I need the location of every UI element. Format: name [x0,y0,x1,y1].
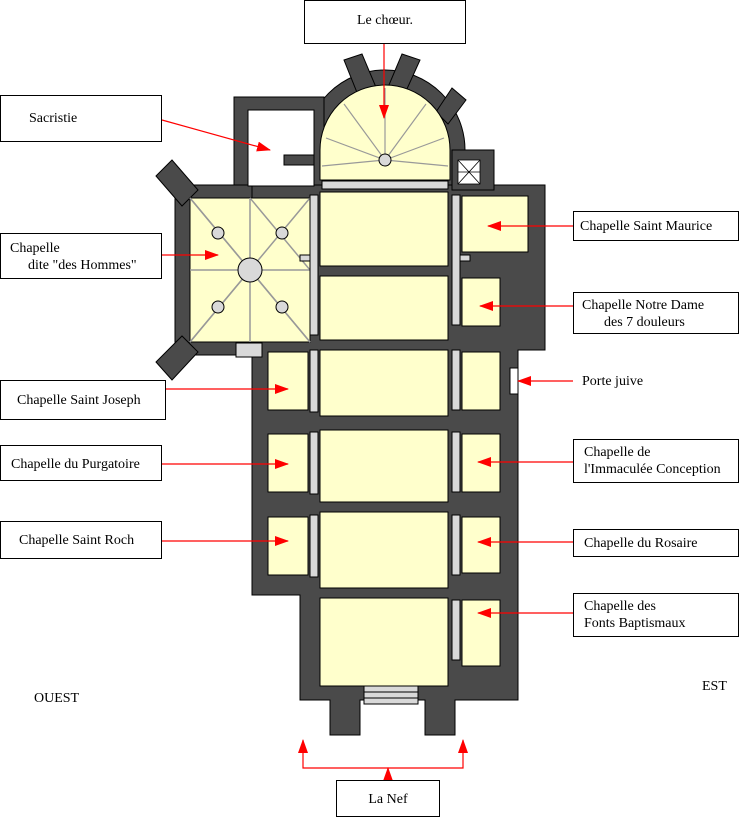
chapel-notre-dame-floor [461,277,501,327]
label-ouest: OUEST [34,691,80,706]
nave-bay-2 [319,275,449,341]
label-purgatoire: Chapelle du Purgatoire [0,445,162,481]
chapelle-hommes-stair [235,342,263,358]
sacristy-partition [283,154,315,166]
label-fonts: Chapelle des Fonts Baptismaux [573,593,739,637]
label-nef: La Nef [336,780,440,817]
chapel-saint-roch-floor [267,516,309,576]
label-saint-joseph: Chapelle Saint Joseph [0,380,166,420]
label-notre-dame: Chapelle Notre Dame des 7 douleurs [573,292,739,334]
nave-bay-5 [319,511,449,589]
chapel-saint-joseph-floor [267,351,309,411]
label-rosaire: Chapelle du Rosaire [573,529,739,557]
nave-bays [319,191,449,687]
entrance-steps [363,685,419,705]
label-immaculee: Chapelle de l'Immaculée Conception [573,439,739,483]
label-sacristie: Sacristie [0,95,162,142]
pointer-arrows [161,44,573,781]
chapelle-hommes-interior [189,197,311,358]
choir-buttress-3 [435,87,467,125]
label-chapelle-hommes: Chapelle dite "des Hommes" [0,233,162,279]
chapel-fonts-floor [461,599,501,667]
sw-buttress [155,335,199,381]
chapel-saint-maurice-floor [461,195,529,253]
nave-bay-4 [319,429,449,503]
label-saint-roch: Chapelle Saint Roch [0,521,162,559]
nave-bay-3 [319,349,449,417]
chapel-immaculee-floor [461,433,501,493]
nave-piers [299,194,471,661]
chapel-purgatoire-floor [267,433,309,493]
chapel-porte-juive-floor [461,351,501,411]
tower-stair [457,159,481,185]
nave-bay-6 [319,597,449,687]
chapel-rosaire-floor [461,516,501,574]
label-est: EST [702,679,727,694]
label-porte-juive: Porte juive [582,374,644,389]
nw-buttress [155,159,199,207]
label-choeur: Le chœur. [304,0,466,44]
nef-bracket [302,760,464,769]
porte-juive-door [509,367,519,395]
nave-bay-1 [319,191,449,267]
label-saint-maurice: Chapelle Saint Maurice [573,211,739,241]
arrow-sacristie [161,119,271,152]
sacristy-interior [247,109,315,187]
choir-step [321,180,449,190]
choir-interior [319,84,451,190]
